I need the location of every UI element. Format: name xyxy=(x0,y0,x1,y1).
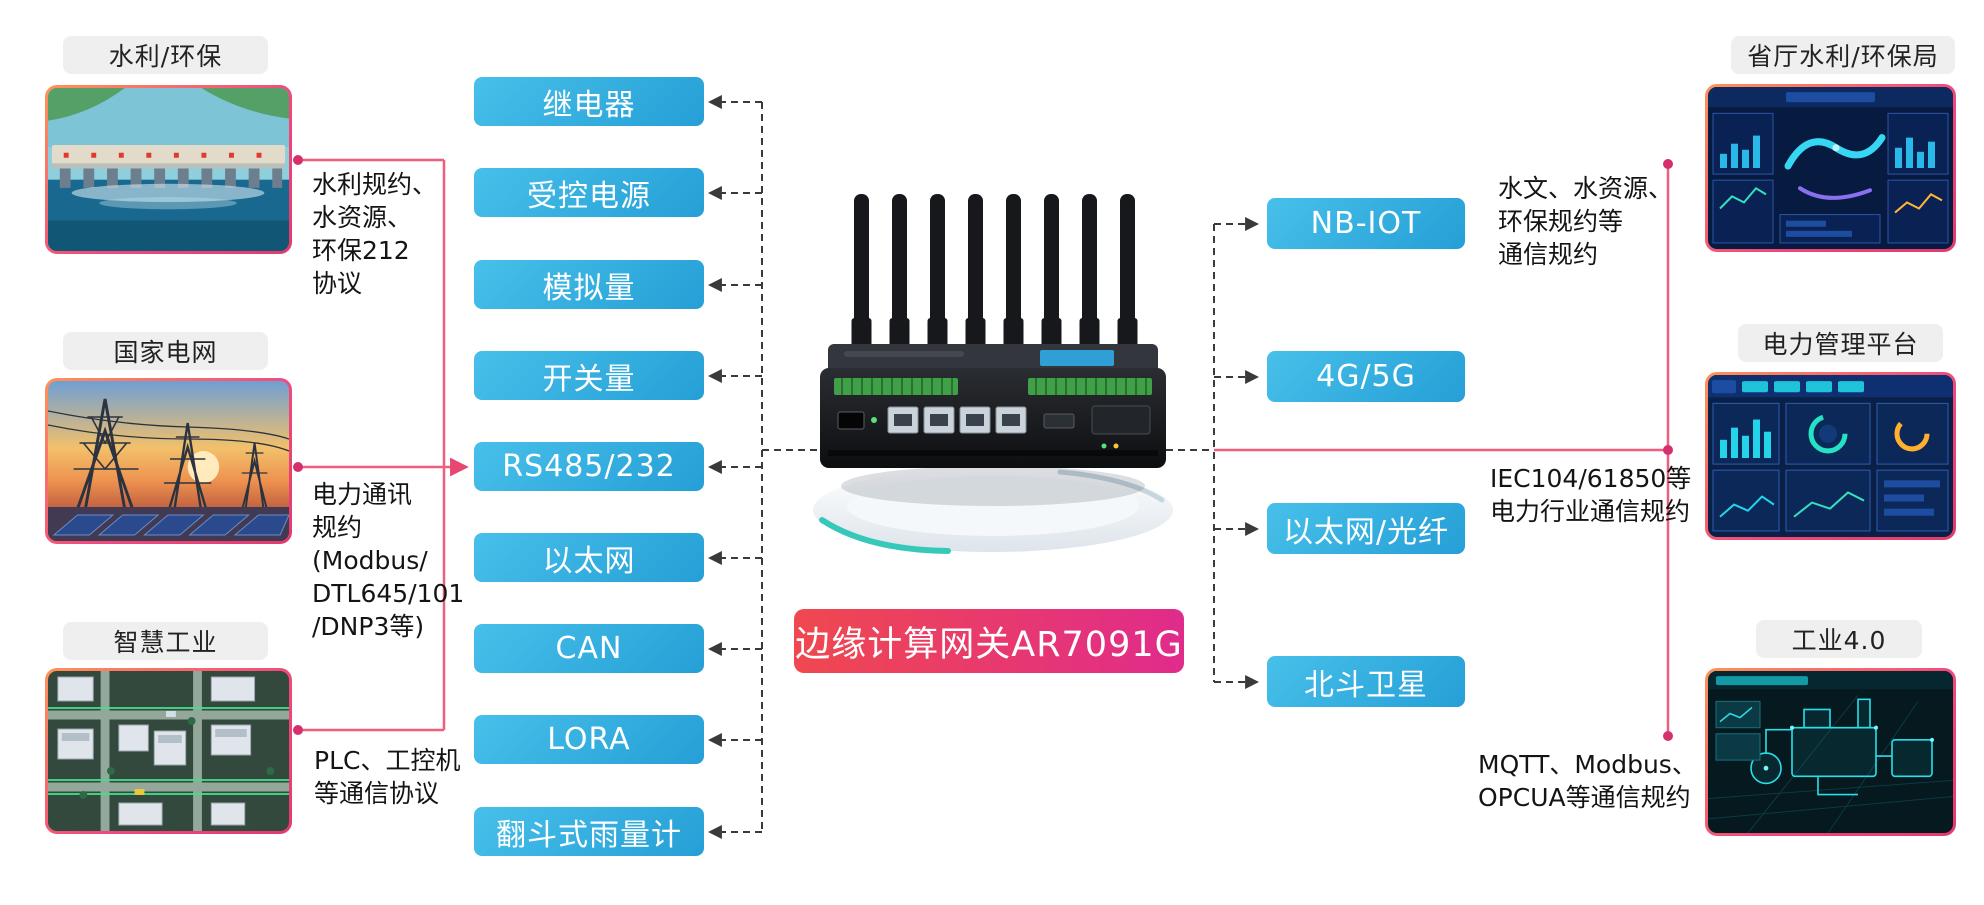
note-power-protocols: 电力通讯 规约 (Modbus/ DTL645/101 /DNP3等) xyxy=(312,480,465,641)
interface-node-relay: 继电器 xyxy=(474,77,704,126)
dashed-arrows xyxy=(707,95,1260,839)
smart-industry-model-photo xyxy=(45,668,292,834)
device-platform xyxy=(813,466,1173,554)
note-plc-protocols: PLC、工控机 等通信协议 xyxy=(314,746,461,808)
uplink-node-nbiot: NB-IOT xyxy=(1267,198,1465,249)
water-env-bureau-dashboard xyxy=(1705,84,1956,252)
interface-node-lora: LORA xyxy=(474,715,704,764)
interface-node-ethernet: 以太网 xyxy=(474,533,704,582)
note-hydrology-protocols: 水文、水资源、 环保规约等 通信规约 xyxy=(1498,174,1674,269)
dest-card-power-platform: 电力管理平台 xyxy=(1705,324,1956,540)
power-grid-sunset-photo xyxy=(45,378,292,544)
dest-label-power-platform: 电力管理平台 xyxy=(1738,324,1943,362)
uplink-node-beidou: 北斗卫星 xyxy=(1267,656,1465,707)
pink-connector-dots xyxy=(293,155,1673,741)
note-iec-protocols: IEC104/61850等 电力行业通信规约 xyxy=(1490,464,1692,526)
note-mqtt-protocols: MQTT、Modbus、 OPCUA等通信规约 xyxy=(1478,750,1697,812)
interface-node-rain-gauge: 翻斗式雨量计 xyxy=(474,807,704,856)
interface-node-can: CAN xyxy=(474,624,704,673)
source-card-state-grid: 国家电网 xyxy=(45,332,292,544)
uplink-node-4g5g: 4G/5G xyxy=(1267,351,1465,402)
dam-aerial-photo xyxy=(45,85,292,254)
source-card-water-env: 水利/环保 xyxy=(45,36,292,254)
gateway-device-illustration xyxy=(813,194,1173,554)
source-label-water-env: 水利/环保 xyxy=(63,36,268,74)
dest-card-industry40: 工业4.0 xyxy=(1705,620,1956,836)
source-label-state-grid: 国家电网 xyxy=(63,332,268,370)
interface-node-rs485-232: RS485/232 xyxy=(474,442,704,491)
device-antennas xyxy=(851,194,1138,350)
source-label-smart-industry: 智慧工业 xyxy=(63,622,268,660)
dest-label-industry40: 工业4.0 xyxy=(1756,620,1922,658)
device-body xyxy=(820,344,1166,468)
uplink-node-eth-fiber: 以太网/光纤 xyxy=(1267,503,1465,554)
industry-4-0-dashboard xyxy=(1705,668,1956,836)
interface-node-ctrl-power: 受控电源 xyxy=(474,168,704,217)
power-management-dashboard xyxy=(1705,372,1956,540)
dest-label-water-bureau: 省厅水利/环保局 xyxy=(1731,36,1955,74)
dest-card-water-bureau: 省厅水利/环保局 xyxy=(1705,36,1956,252)
interface-node-analog: 模拟量 xyxy=(474,260,704,309)
note-water-protocols: 水利规约、 水资源、 环保212 协议 xyxy=(312,170,438,298)
interface-node-digital: 开关量 xyxy=(474,351,704,400)
source-card-smart-industry: 智慧工业 xyxy=(45,622,292,834)
gateway-title: 边缘计算网关AR7091G xyxy=(794,609,1184,673)
